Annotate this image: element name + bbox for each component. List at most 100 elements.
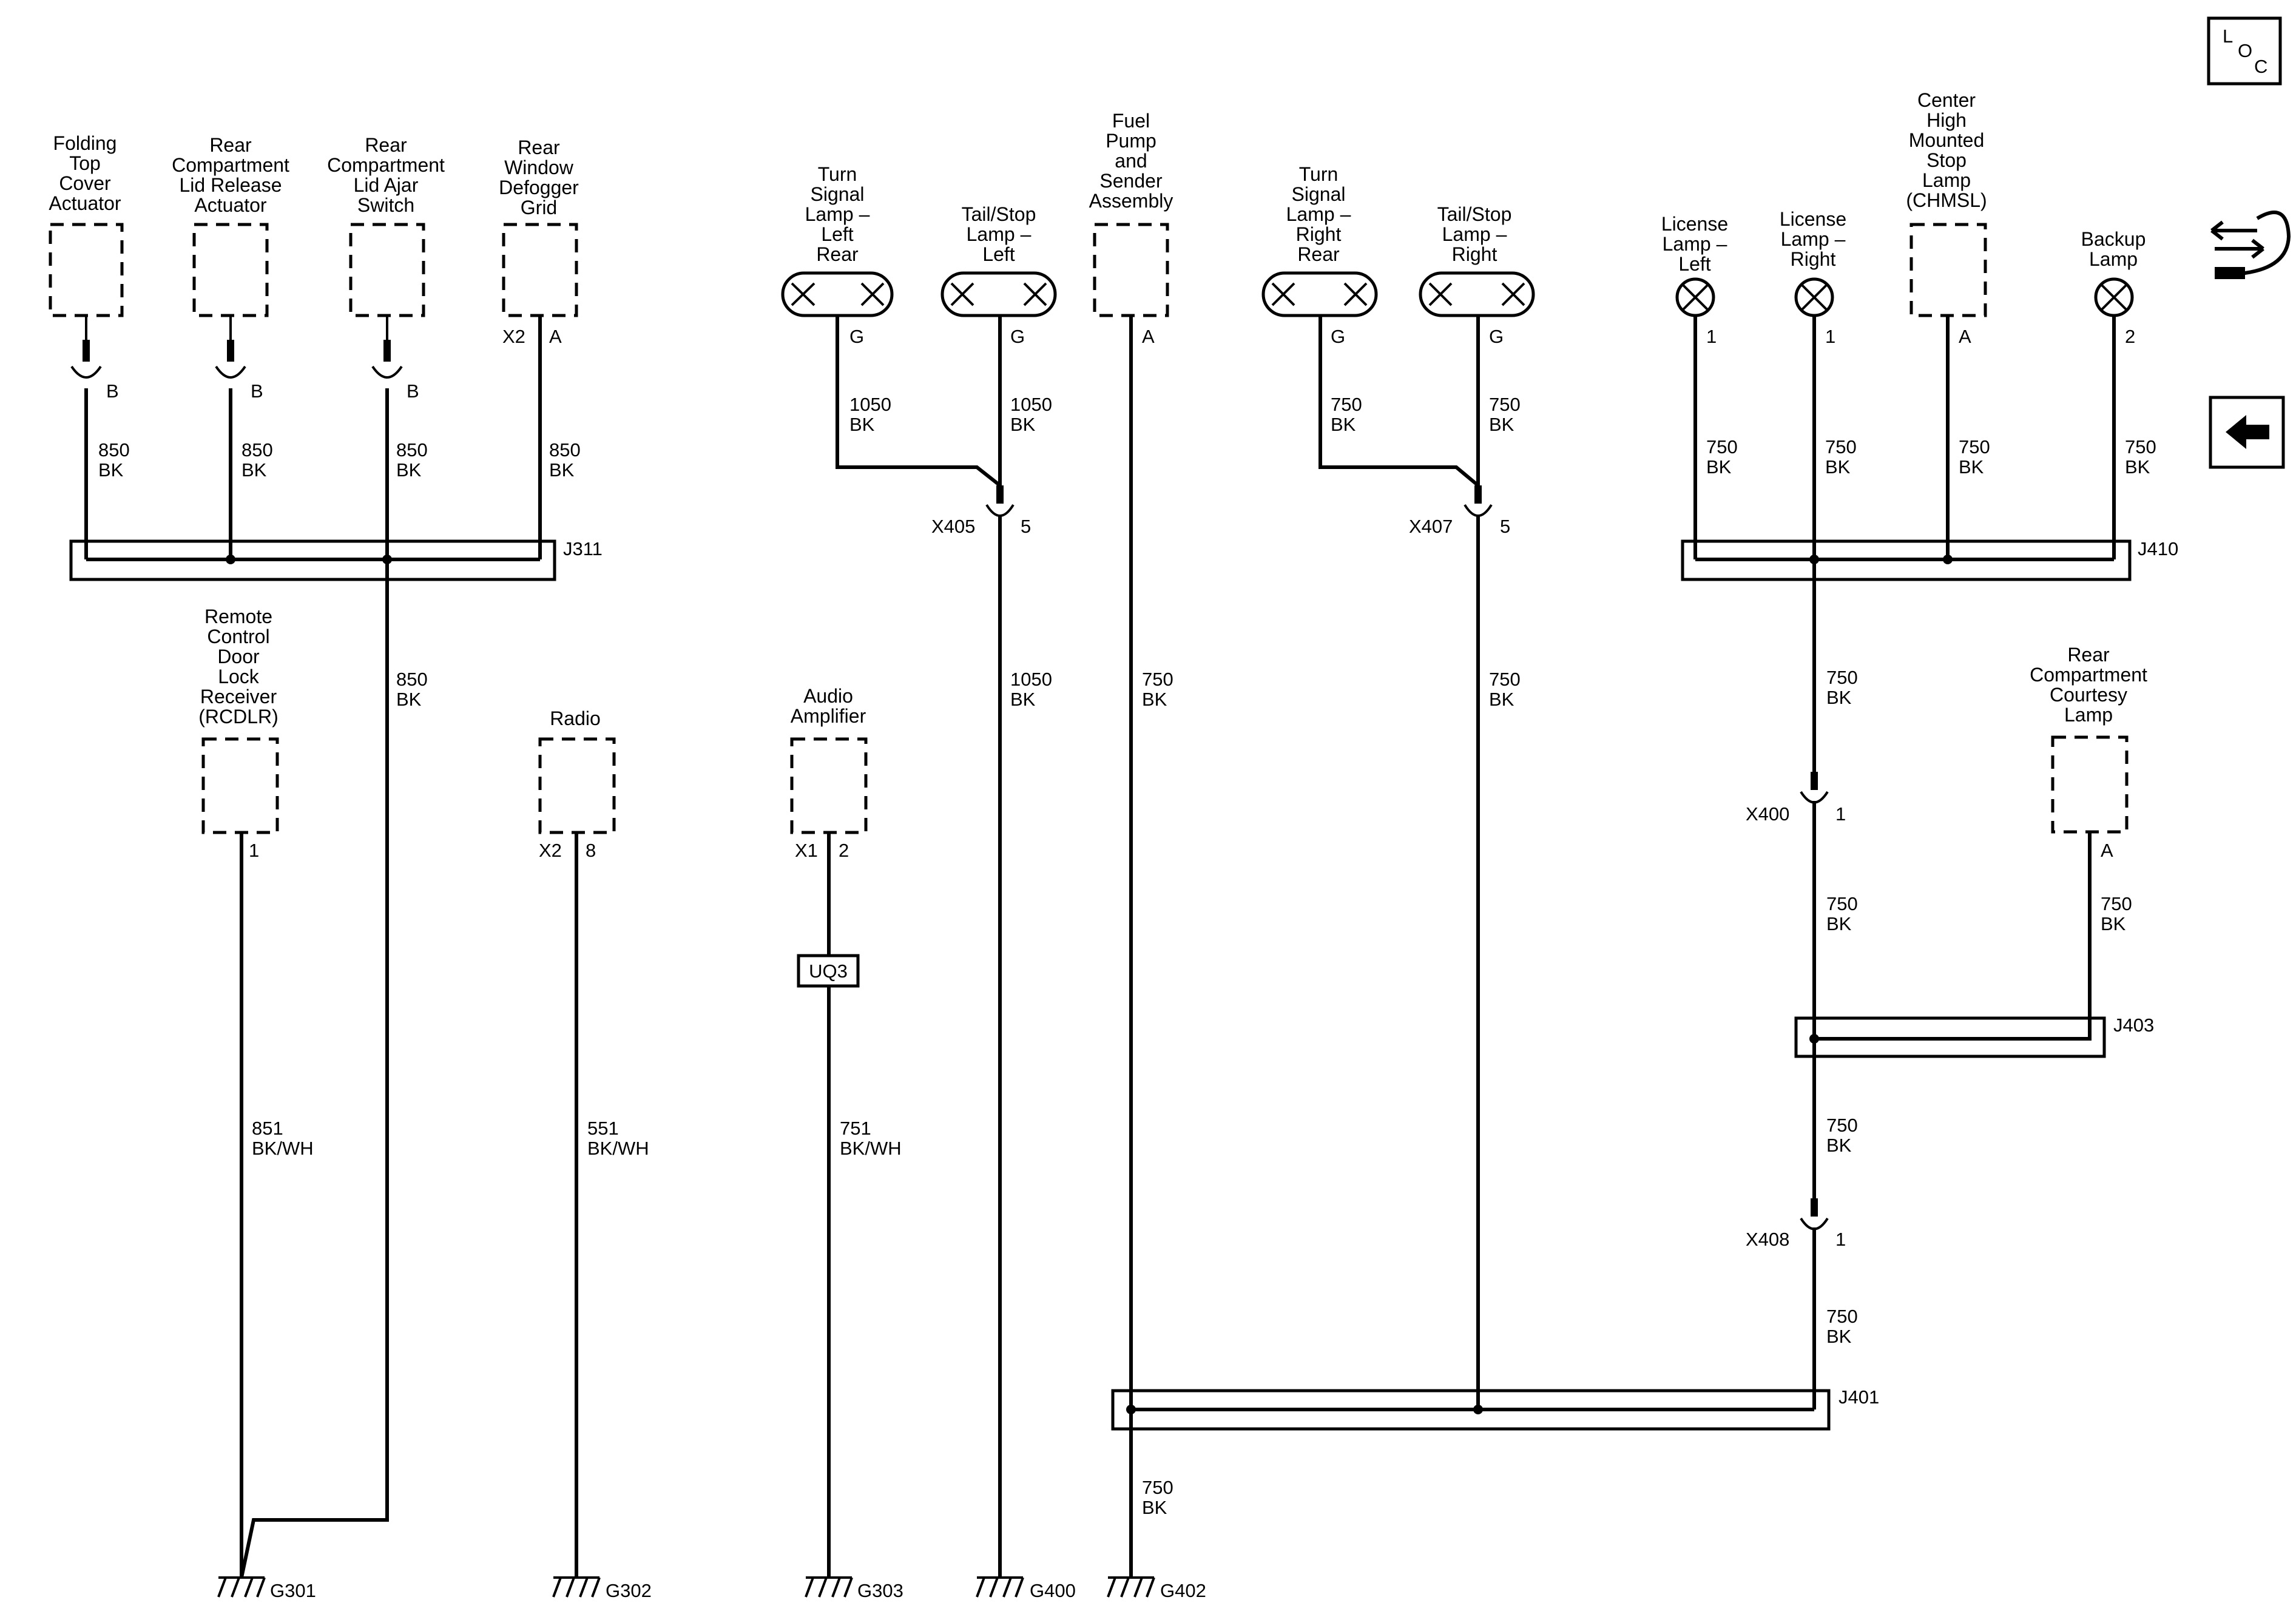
svg-text:Rear: Rear xyxy=(816,243,859,265)
loc-letter-l: L xyxy=(2223,25,2233,47)
rear-window-defogger-grid: Rear Window Defogger Grid X2 A xyxy=(499,137,579,347)
splice-j403: J403 xyxy=(1794,1014,2154,1058)
connector-x405: X405 5 xyxy=(931,485,1031,537)
svg-text:BK/WH: BK/WH xyxy=(840,1138,902,1159)
svg-text:551: 551 xyxy=(587,1118,619,1139)
svg-text:Lid Ajar: Lid Ajar xyxy=(354,174,419,196)
loc-icon[interactable]: L O C xyxy=(2207,16,2282,86)
svg-text:Cover: Cover xyxy=(59,172,111,194)
svg-text:Turn: Turn xyxy=(1299,163,1339,185)
svg-text:Switch: Switch xyxy=(357,194,414,216)
connector-x408: X408 1 xyxy=(1746,1198,1846,1250)
svg-text:G: G xyxy=(1489,326,1504,347)
svg-text:J403: J403 xyxy=(2113,1014,2154,1036)
svg-text:BK/WH: BK/WH xyxy=(587,1138,649,1159)
svg-text:1: 1 xyxy=(1835,803,1846,825)
svg-text:750: 750 xyxy=(2101,893,2132,914)
svg-text:J311: J311 xyxy=(563,538,603,559)
svg-text:X2: X2 xyxy=(502,326,525,347)
svg-text:Tail/Stop: Tail/Stop xyxy=(1437,203,1512,225)
folding-top-cover-actuator: Folding Top Cover Actuator B xyxy=(49,132,124,402)
svg-text:BK: BK xyxy=(1010,414,1036,435)
connector-x400: X400 1 xyxy=(1746,772,1846,825)
svg-text:Lamp –: Lamp – xyxy=(967,223,1032,245)
back-arrow-icon[interactable] xyxy=(2209,396,2285,469)
svg-text:Tail/Stop: Tail/Stop xyxy=(962,203,1036,225)
svg-text:1050: 1050 xyxy=(1010,394,1052,415)
svg-text:2: 2 xyxy=(2125,326,2135,347)
svg-text:BK: BK xyxy=(1826,687,1852,708)
svg-text:Lamp –: Lamp – xyxy=(1286,203,1351,225)
svg-text:850: 850 xyxy=(98,439,130,461)
svg-text:G: G xyxy=(1331,326,1345,347)
svg-text:A: A xyxy=(1959,326,1971,347)
svg-text:Radio: Radio xyxy=(550,707,601,729)
svg-text:J410: J410 xyxy=(2138,538,2178,559)
svg-text:Center: Center xyxy=(1917,89,1976,111)
svg-text:Sender: Sender xyxy=(1099,170,1163,192)
svg-text:(RCDLR): (RCDLR) xyxy=(198,706,279,727)
svg-text:and: and xyxy=(1115,150,1147,172)
svg-text:BK: BK xyxy=(2125,456,2150,478)
svg-text:1: 1 xyxy=(249,840,259,861)
svg-text:BK: BK xyxy=(2101,913,2126,934)
svg-text:Backup: Backup xyxy=(2081,228,2146,250)
svg-text:850: 850 xyxy=(396,669,428,690)
svg-text:BK: BK xyxy=(1010,689,1036,710)
svg-text:BK: BK xyxy=(396,689,422,710)
svg-text:X407: X407 xyxy=(1409,516,1453,537)
svg-text:A: A xyxy=(1142,326,1155,347)
svg-text:Audio: Audio xyxy=(803,685,853,707)
svg-text:850: 850 xyxy=(549,439,581,461)
svg-text:G302: G302 xyxy=(606,1580,652,1601)
svg-text:Stop: Stop xyxy=(1926,149,1967,171)
loc-letter-c: C xyxy=(2254,56,2267,77)
svg-text:BK: BK xyxy=(1826,913,1852,934)
wiring-tool-icon[interactable] xyxy=(2210,211,2291,279)
svg-text:1050: 1050 xyxy=(1010,669,1052,690)
svg-text:Lock: Lock xyxy=(218,666,260,687)
svg-text:BK: BK xyxy=(1825,456,1851,478)
svg-text:Actuator: Actuator xyxy=(49,192,121,214)
rear-compartment-lid-release-actuator: Rear Compartment Lid Release Actuator B xyxy=(172,134,289,402)
svg-text:High: High xyxy=(1926,109,1967,131)
svg-text:Right: Right xyxy=(1791,248,1836,270)
svg-text:1: 1 xyxy=(1835,1229,1846,1250)
svg-text:X408: X408 xyxy=(1746,1229,1789,1250)
svg-text:Receiver: Receiver xyxy=(200,686,277,707)
svg-text:B: B xyxy=(251,380,263,402)
svg-text:Compartment: Compartment xyxy=(172,154,289,176)
svg-text:X2: X2 xyxy=(539,840,562,861)
svg-text:750: 750 xyxy=(1706,436,1738,457)
svg-text:750: 750 xyxy=(1826,1306,1858,1327)
svg-text:750: 750 xyxy=(1826,667,1858,688)
splice-j410: J410 xyxy=(1681,538,2178,581)
svg-text:Rear: Rear xyxy=(1297,243,1340,265)
svg-text:BK: BK xyxy=(1826,1326,1852,1347)
svg-text:G400: G400 xyxy=(1030,1580,1076,1601)
svg-text:Lid Release: Lid Release xyxy=(180,174,282,196)
svg-text:Rear: Rear xyxy=(365,134,407,156)
svg-text:Actuator: Actuator xyxy=(194,194,267,216)
svg-text:BK: BK xyxy=(1331,414,1356,435)
svg-text:Rear: Rear xyxy=(2067,644,2110,666)
svg-text:Right: Right xyxy=(1452,243,1497,265)
svg-text:2: 2 xyxy=(839,840,849,861)
svg-text:UQ3: UQ3 xyxy=(809,960,848,982)
wire-850-to-g301 xyxy=(240,559,389,1578)
ground-g402: G402 xyxy=(1107,1576,1206,1601)
svg-text:Amplifier: Amplifier xyxy=(791,705,866,727)
svg-text:Defogger: Defogger xyxy=(499,177,579,198)
svg-text:G303: G303 xyxy=(857,1580,903,1601)
svg-text:5: 5 xyxy=(1500,516,1510,537)
ground-g400: G400 xyxy=(976,1576,1076,1601)
svg-text:Lamp –: Lamp – xyxy=(1781,228,1846,250)
svg-text:Lamp –: Lamp – xyxy=(1663,233,1727,255)
svg-text:Lamp: Lamp xyxy=(2089,248,2138,270)
svg-text:BK: BK xyxy=(396,459,422,481)
